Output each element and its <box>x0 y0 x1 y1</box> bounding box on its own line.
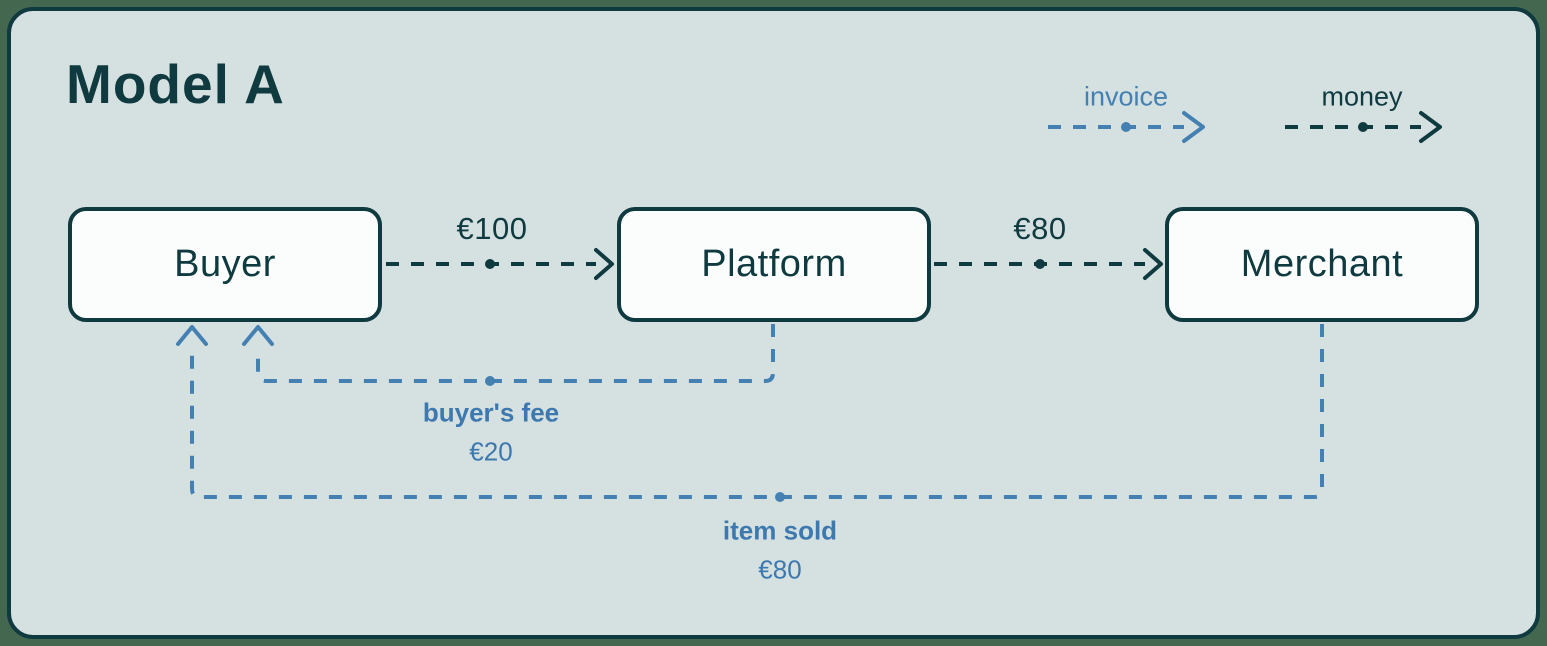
legend-money-label: money <box>1321 81 1403 112</box>
flow-label-item-sold: item sold <box>722 515 838 546</box>
flow-amount-buyers-fee: €20 <box>469 436 513 467</box>
flow-amount-buyer-to-platform: €100 <box>456 211 528 246</box>
invoice-arrow-platform-to-buyer <box>242 324 775 386</box>
node-platform: Platform <box>617 207 931 322</box>
invoice-arrow-merchant-to-buyer <box>176 324 1324 502</box>
money-arrow-icon <box>1285 111 1442 143</box>
money-arrow-platform-to-merchant <box>934 248 1163 280</box>
node-merchant-label: Merchant <box>1240 243 1404 285</box>
flow-amount-item-sold: €80 <box>758 554 802 585</box>
invoice-arrow-icon <box>1048 111 1205 143</box>
node-buyer: Buyer <box>68 207 382 322</box>
node-merchant: Merchant <box>1165 207 1479 322</box>
money-arrow-buyer-to-platform <box>386 248 614 280</box>
node-buyer-label: Buyer <box>174 243 276 285</box>
legend-invoice-label: invoice <box>1083 81 1169 112</box>
flow-amount-platform-to-merchant: €80 <box>1013 211 1067 246</box>
diagram-canvas <box>7 7 1540 639</box>
node-platform-label: Platform <box>701 243 847 285</box>
page-title: Model A <box>66 53 285 115</box>
flow-label-buyers-fee: buyer's fee <box>422 397 560 428</box>
